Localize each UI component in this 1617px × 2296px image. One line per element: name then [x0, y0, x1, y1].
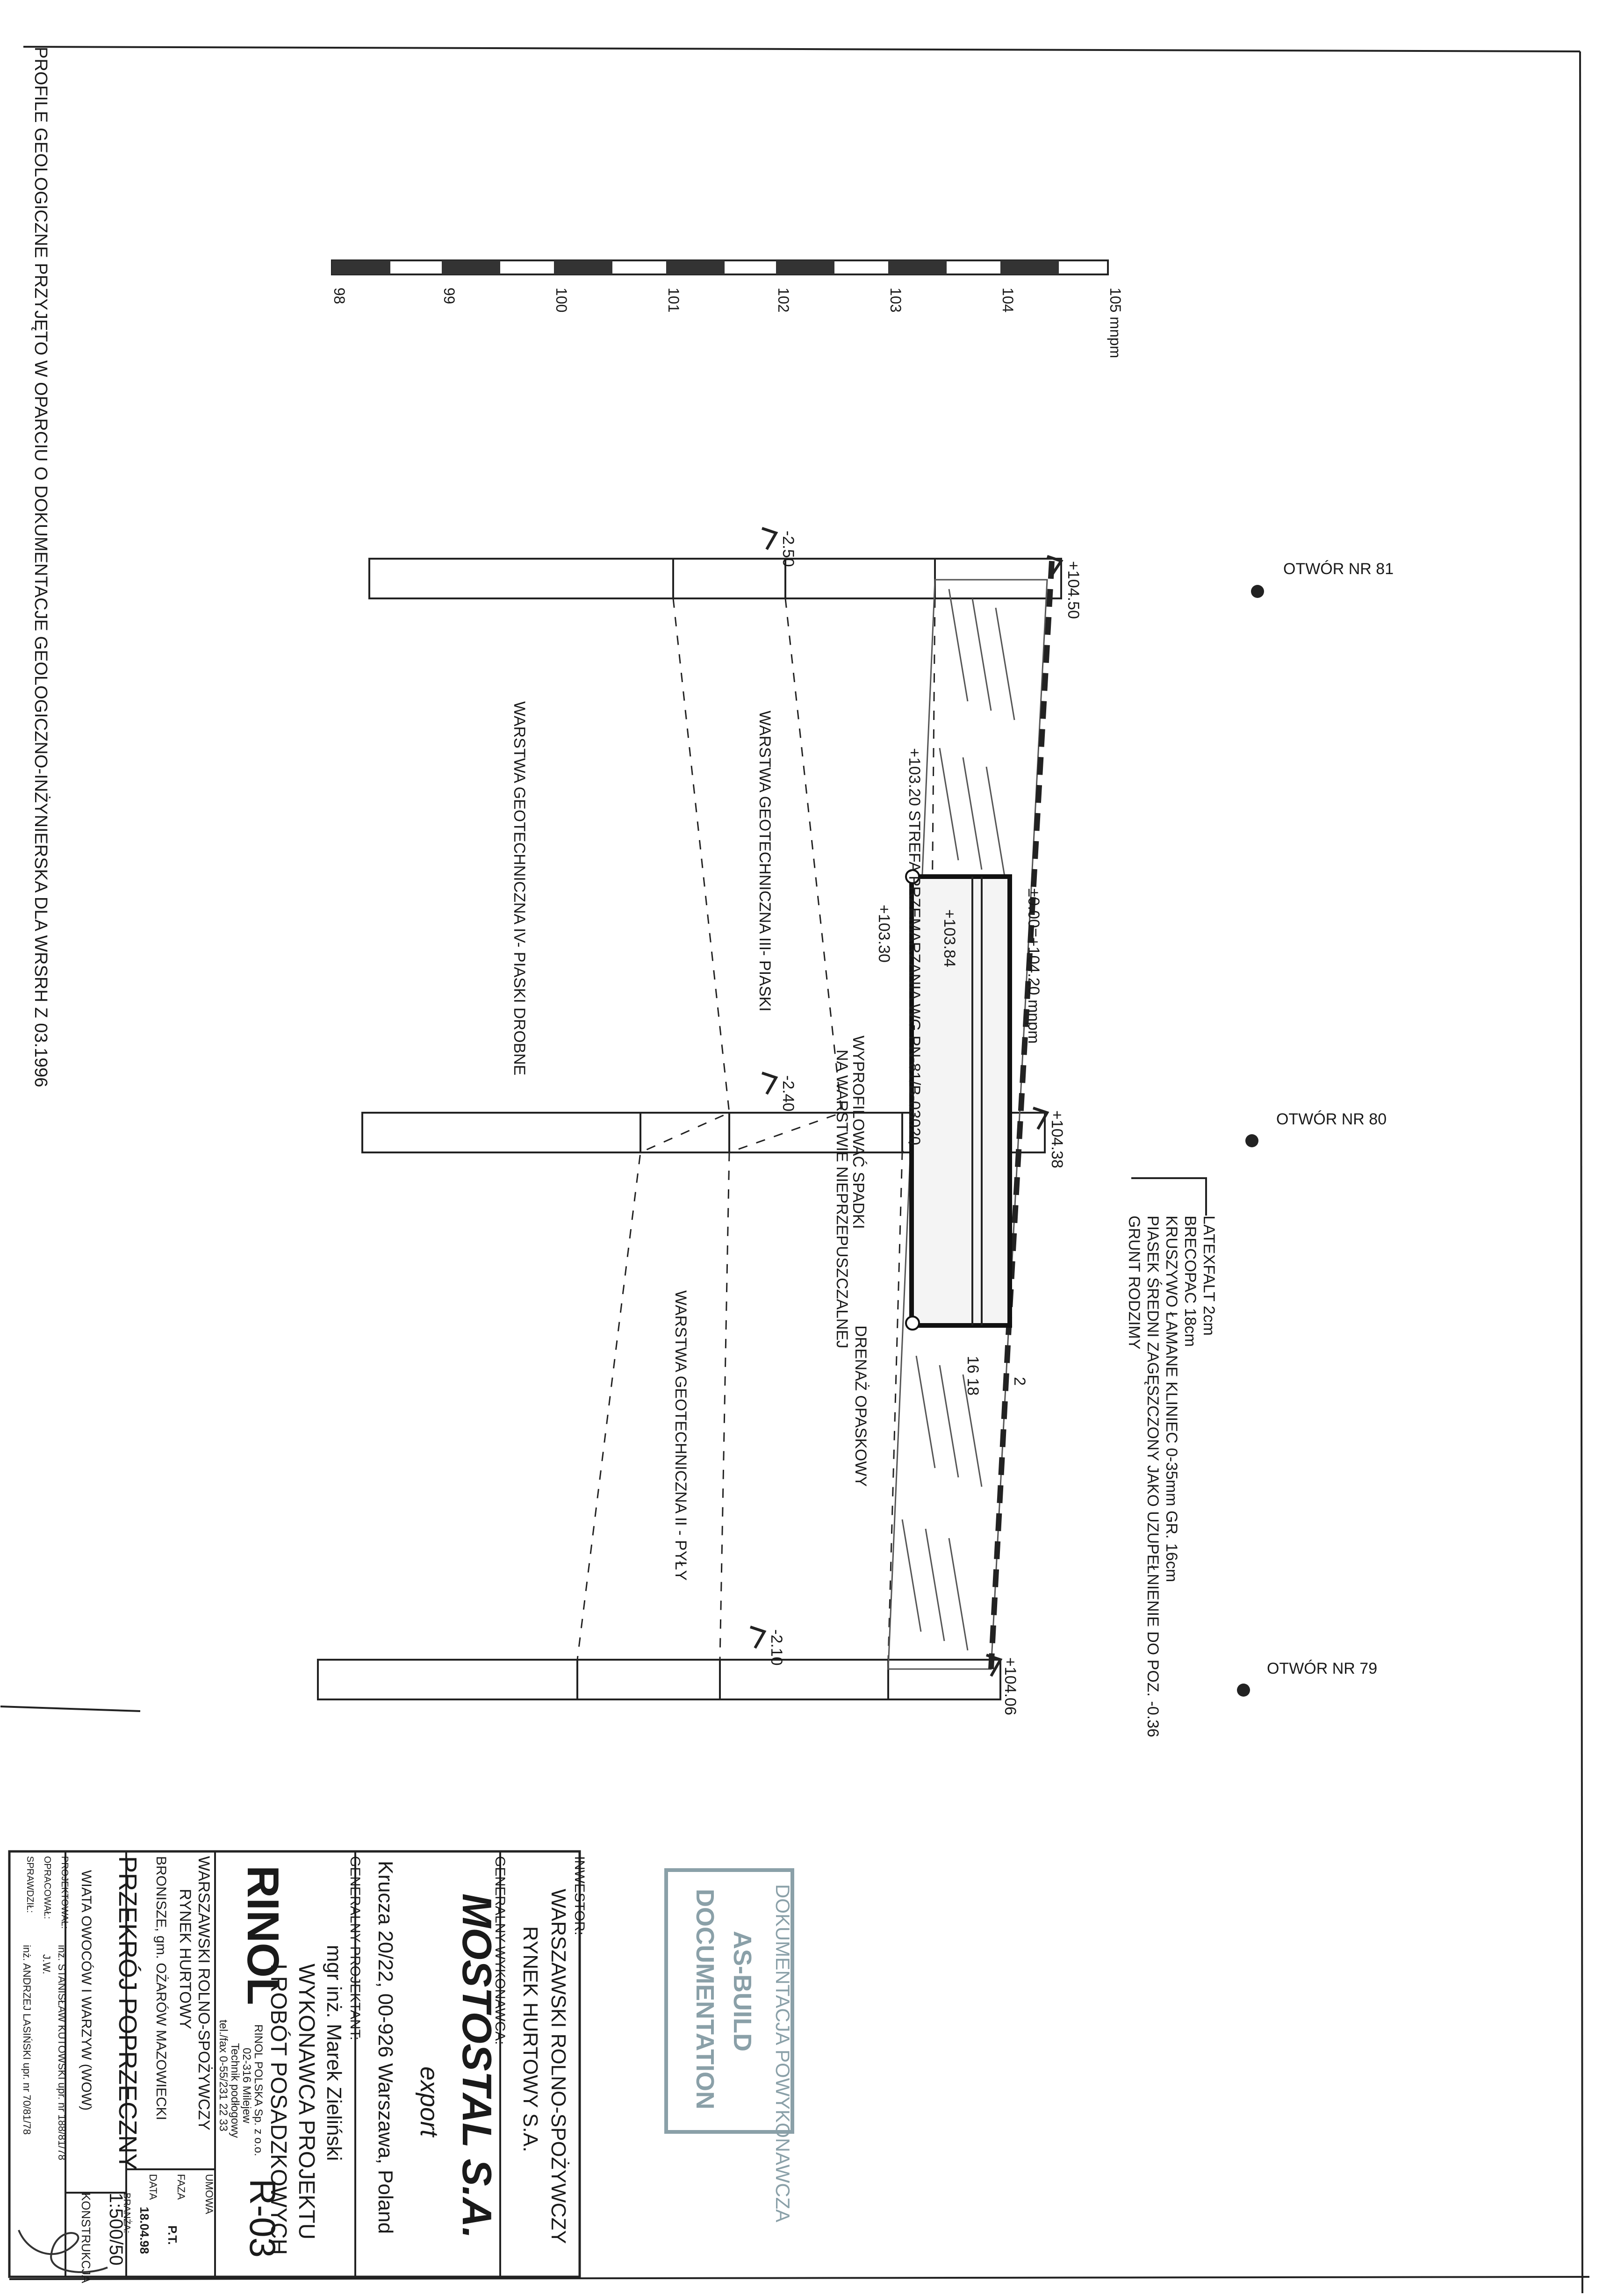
- layer-iv-label: WARSTWA GEOTECHNICZNA IV- PIASKI DROBNE: [510, 701, 528, 1075]
- contractor-1: WYKONAWCA PROJEKTU: [294, 1964, 319, 2239]
- legend-item: LATEXFALT 2cm: [1200, 1216, 1218, 1336]
- borehole-81-label: OTWÓR NR 81: [1283, 560, 1394, 578]
- drawn-by: J.W.: [41, 1954, 52, 1974]
- zero-level-label: ±0.00=+104.20 mnpm: [1025, 888, 1042, 1044]
- gc-name: MOSTOSTAL S.A.: [454, 1893, 500, 2238]
- object-name: WIATA OWOCÓW I WARZYW (WOW): [79, 1870, 94, 2110]
- drain-label: DRENAŻ OPASKOWY: [852, 1325, 870, 1487]
- faza-label: FAZA: [175, 2174, 187, 2200]
- level-10384: +103.84: [941, 909, 958, 967]
- data-label: DATA: [147, 2174, 159, 2200]
- borehole-79: +104.06 -2.10 OTWÓR NR 79: [317, 1626, 1377, 1715]
- checked-by: inż. ANDRZEJ LASIŃSKI upr. nr 70/81/78: [21, 1945, 33, 2135]
- sheet-number: R-03: [242, 2179, 283, 2258]
- gc-sub: export: [415, 2066, 443, 2138]
- borehole-80: +104.38 -2.40 OTWÓR NR 80: [361, 1072, 1387, 1168]
- scale-tick: 103: [887, 288, 904, 312]
- water-level: -2.50: [779, 531, 797, 567]
- water-level: -2.40: [779, 1075, 797, 1112]
- borehole-79-icon: [1237, 1684, 1250, 1697]
- data-value: 18.04.98: [137, 2207, 151, 2254]
- scale-tick: 105 mnpm: [1107, 288, 1124, 358]
- slope-note-1: WYPROFILOWAĆ SPADKI: [849, 1036, 867, 1229]
- sheet-frame: [0, 46, 1590, 2294]
- scale-tick: 101: [665, 288, 682, 312]
- legend-item: KRUSZYWO ŁAMANE KLINIEC 0-35mm GR. 16cm: [1163, 1216, 1180, 1582]
- drawing-title: PRZEKRÓJ POPRZECZNY: [114, 1856, 142, 2170]
- rinol-line-3: Technik podłogowy: [229, 2043, 241, 2138]
- drawn-label: OPRACOWAŁ:: [42, 1856, 52, 1919]
- borehole-79-label: OTWÓR NR 79: [1267, 1660, 1377, 1677]
- floor-slab: [905, 869, 1012, 1331]
- rinol-line-2: 02-316 Milejew: [240, 2048, 253, 2123]
- geology-note: PROFILE GEOLOGICZNE PRZYJĘTO W OPARCIU O…: [31, 47, 51, 1087]
- checked-label: SPRAWDZIŁ:: [25, 1856, 35, 1913]
- stamp-line-2: AS-BUILD: [728, 1931, 756, 2051]
- designed-by: inż. STANISŁAW KUTOWSKI upr. nr 188/81/7…: [56, 1945, 68, 2160]
- frost-zone-label: +103.20 STREFA PRZEMARZANIA WG PN-81/B-0…: [906, 748, 923, 1145]
- investor-label: INWESTOR:: [572, 1856, 587, 1935]
- designer-name: mgr inż. Marek Zieliński: [323, 1945, 345, 2161]
- gc-label: GENERALNY WYKONAWCA:: [492, 1856, 508, 2044]
- layer-boundaries: [576, 598, 936, 1660]
- project-2: RYNEK HURTOWY: [176, 1889, 194, 2029]
- rinol-line-1: RINOL POLSKA Sp. z o.o.: [252, 2024, 265, 2156]
- scale-tick: 99: [441, 288, 458, 304]
- rinol-logo: RINOL: [238, 1865, 288, 2005]
- faza-value: P.T.: [165, 2225, 180, 2245]
- branch-label: BRANŻA:: [122, 2193, 132, 2233]
- top-level: +104.38: [1048, 1110, 1066, 1168]
- scale-tick: 100: [553, 288, 570, 312]
- legend-item: PIASEK ŚREDNI ZAGĘSZCZONY JAKO UZUPEŁNIE…: [1144, 1216, 1162, 1737]
- as-built-stamp: DOKUMENTACJA POWYKONAWCZA AS-BUILD DOCUM…: [664, 1868, 794, 2222]
- contractor-2: I ROBÓT POSADZKOWYCH: [266, 1964, 291, 2255]
- rinol-line-4: tel./fax 0-55/231 22 33: [217, 2020, 230, 2131]
- signature: [18, 2230, 108, 2273]
- top-level: +104.50: [1064, 561, 1082, 619]
- project-3: BRONISZE, gm. OŻARÓW MAZOWIECKI: [153, 1856, 169, 2120]
- layer-ii-label: WARSTWA GEOTECHNICZNA II - PYŁY: [672, 1290, 690, 1581]
- scale-tick: 104: [999, 288, 1016, 312]
- scale-tick: 98: [331, 288, 348, 304]
- top-level: +104.06: [1001, 1657, 1019, 1715]
- layer-legend: LATEXFALT 2cm BRECOPAC 18cm KRUSZYWO ŁAM…: [1125, 1177, 1218, 1737]
- legend-item: GRUNT RODZIMY: [1125, 1216, 1143, 1349]
- branch-value: KONSTRUKCJA: [79, 2193, 93, 2283]
- borehole-80-icon: [1245, 1134, 1258, 1147]
- gc-address: Krucza 20/22, 00-926 Warszawa, Poland: [374, 1861, 397, 2234]
- borehole-80-label: OTWÓR NR 80: [1276, 1110, 1387, 1128]
- borehole-81: +104.50 -2.50 OTWÓR NR 81: [368, 527, 1394, 619]
- borehole-81-icon: [1251, 585, 1264, 598]
- scale-bar: 98 99 100 101 102 103 104 105 mnpm: [331, 259, 1124, 358]
- title-block: INWESTOR: WARSZAWSKI ROLNO-SPOŻYWCZY RYN…: [8, 1850, 587, 2283]
- investor-name-2: RYNEK HURTOWY S.A.: [519, 1926, 542, 2152]
- slope-note-2: NA WARSTWIE NIEPRZEPUSZCZALNEJ: [833, 1050, 851, 1348]
- designer-label: GENERALNY PROJEKTANT:: [347, 1856, 363, 2040]
- drawing-scale: 1:500/50: [106, 2193, 126, 2266]
- stamp-line-1: DOKUMENTACJA POWYKONAWCZA: [772, 1884, 794, 2222]
- designed-label: PROJEKTOWAŁ:: [59, 1856, 70, 1929]
- dimension-label-2: 2: [1011, 1377, 1028, 1386]
- dimension-label: 16 18: [964, 1356, 982, 1396]
- annotations: ±0.00=+104.20 mnpm +103.20 STREFA PRZEMA…: [510, 701, 1042, 1581]
- project-1: WARSZAWSKI ROLNO-SPOŻYWCZY: [195, 1856, 213, 2130]
- layer-iii-label: WARSTWA GEOTECHNICZNA III- PIASKI: [756, 711, 774, 1012]
- water-level: -2.10: [768, 1629, 785, 1666]
- umowa-label: UMOWA: [203, 2174, 215, 2214]
- legend-item: BRECOPAC 18cm: [1181, 1216, 1199, 1347]
- level-10330: +103.30: [875, 905, 893, 963]
- hatch-zone: [887, 561, 1055, 1670]
- investor-name-1: WARSZAWSKI ROLNO-SPOŻYWCZY: [547, 1889, 570, 2244]
- scale-tick: 102: [775, 288, 792, 312]
- stamp-line-3: DOCUMENTATION: [691, 1889, 719, 2109]
